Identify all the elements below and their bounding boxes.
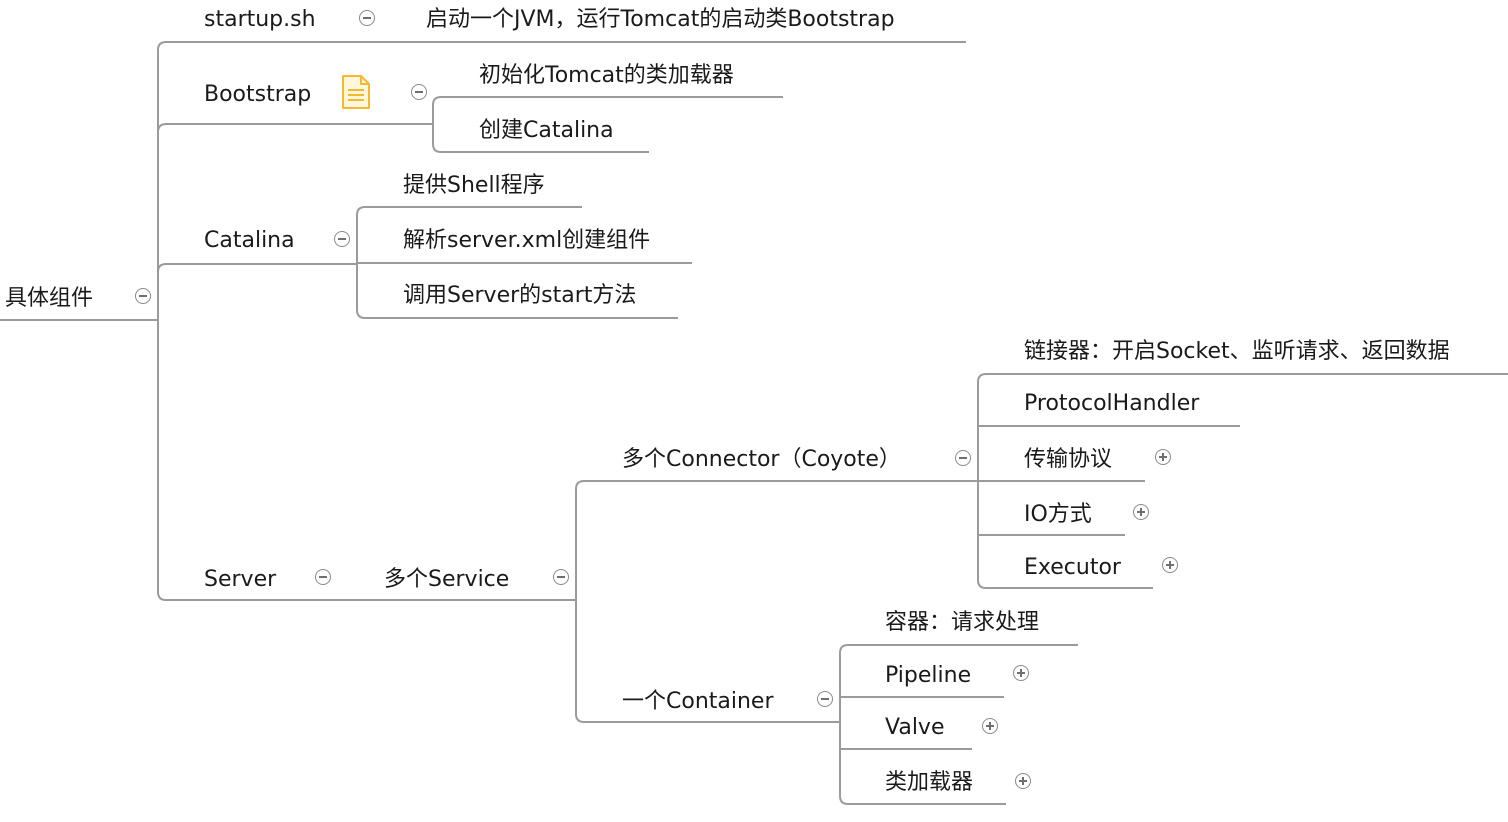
container-underline (575, 713, 840, 723)
catalina-node-label[interactable]: Catalina (204, 228, 295, 253)
catalina-underline (157, 263, 357, 273)
bootstrap-child-1-label[interactable]: 初始化Tomcat的类加载器 (479, 63, 734, 88)
connector-child-1-underline (977, 373, 1508, 383)
container-child-4-label[interactable]: 类加载器 (885, 770, 974, 795)
connector-child-3-label[interactable]: 传输协议 (1024, 447, 1113, 472)
server-node-label[interactable]: Server (204, 567, 277, 592)
connector-node-label[interactable]: 多个Connector（Coyote） (622, 447, 901, 472)
collapse-bootstrap-toggle[interactable] (411, 84, 427, 100)
connector-child-5-underline (977, 579, 1153, 589)
catalina-child-1-label[interactable]: 提供Shell程序 (403, 173, 545, 198)
connector-child-1-label[interactable]: 链接器：开启Socket、监听请求、返回数据 (1024, 339, 1450, 364)
expand-valve-toggle[interactable] (982, 718, 998, 734)
bootstrap-node-label[interactable]: Bootstrap (204, 82, 312, 107)
expand-executor-toggle[interactable] (1162, 557, 1178, 573)
service-node-label[interactable]: 多个Service (384, 567, 510, 592)
startup-desc-label[interactable]: 启动一个JVM，运行Tomcat的启动类Bootstrap (426, 7, 895, 32)
container-child-2-label[interactable]: Pipeline (885, 663, 972, 688)
catalina-child-3-label[interactable]: 调用Server的start方法 (403, 283, 637, 308)
collapse-root-toggle[interactable] (135, 288, 151, 304)
container-child-1-label[interactable]: 容器：请求处理 (885, 610, 1040, 635)
document-note-icon[interactable] (341, 74, 371, 110)
startup-node-label[interactable]: startup.sh (204, 7, 316, 32)
catalina-child-2-label[interactable]: 解析server.xml创建组件 (403, 228, 651, 253)
expand-classloader-toggle[interactable] (1015, 773, 1031, 789)
collapse-container-toggle[interactable] (817, 691, 833, 707)
collapse-startup-toggle[interactable] (359, 10, 375, 26)
connector-child-4-label[interactable]: IO方式 (1024, 502, 1092, 527)
collapse-connector-toggle[interactable] (955, 450, 971, 466)
connector-child-2-label[interactable]: ProtocolHandler (1024, 391, 1200, 416)
catalina-child-1-underline (356, 206, 582, 216)
startup-underline (157, 41, 966, 51)
container-child-1-underline (839, 644, 1078, 654)
expand-pipeline-toggle[interactable] (1013, 665, 1029, 681)
connector-underline (575, 480, 978, 490)
expand-transport-protocol-toggle[interactable] (1155, 449, 1171, 465)
server-underline (157, 591, 576, 601)
bootstrap-child-2-underline (432, 124, 649, 153)
container-node-label[interactable]: 一个Container (622, 689, 774, 714)
container-child-3-label[interactable]: Valve (885, 715, 945, 740)
connector-child-5-label[interactable]: Executor (1024, 555, 1121, 580)
bootstrap-underline (157, 123, 433, 133)
catalina-child-3-underline (356, 309, 678, 319)
collapse-catalina-toggle[interactable] (334, 231, 350, 247)
root-node-label[interactable]: 具体组件 (5, 286, 94, 311)
collapse-service-toggle[interactable] (553, 569, 569, 585)
expand-io-mode-toggle[interactable] (1133, 504, 1149, 520)
collapse-server-toggle[interactable] (315, 569, 331, 585)
bootstrap-child-2-label[interactable]: 创建Catalina (479, 118, 614, 143)
container-child-4-underline (839, 795, 1006, 805)
bootstrap-child-1-underline (432, 96, 783, 106)
